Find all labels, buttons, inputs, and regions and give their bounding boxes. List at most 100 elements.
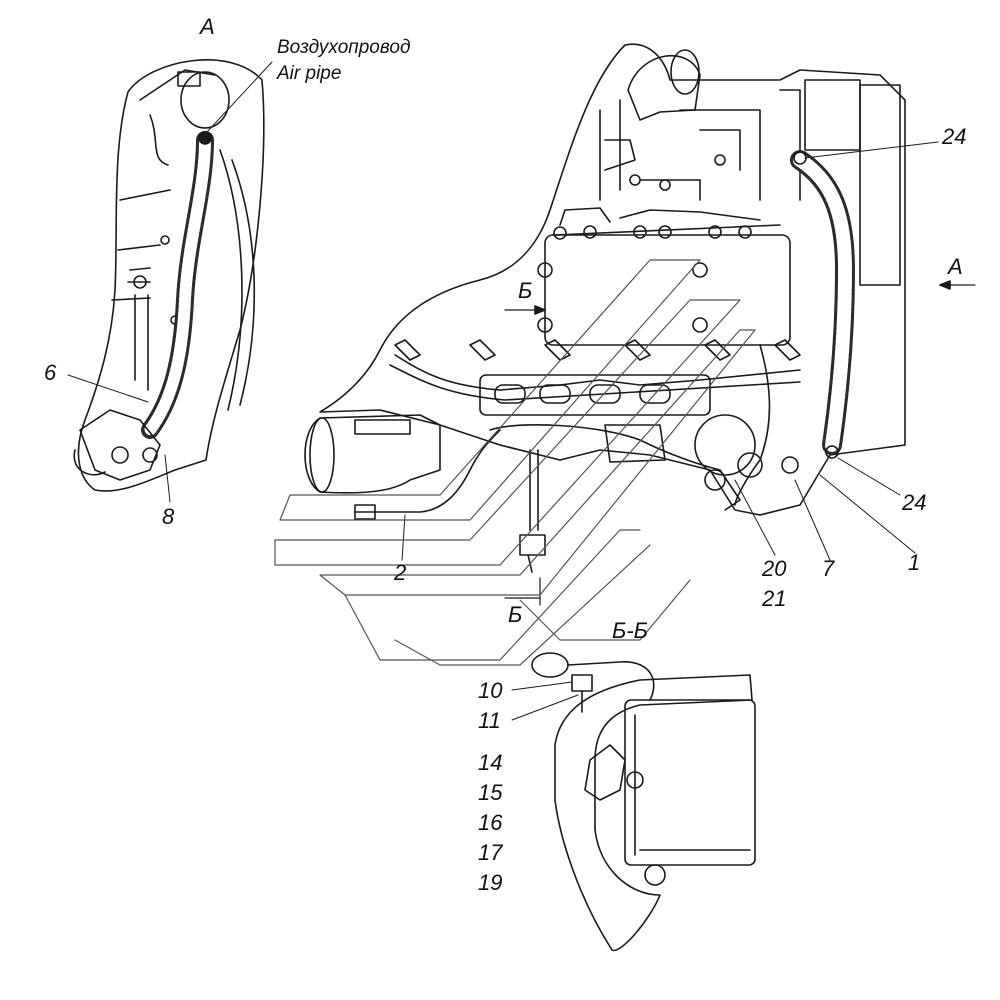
top-bolt xyxy=(708,225,722,239)
top-bolt xyxy=(738,225,752,239)
view-arrow-a-head xyxy=(939,280,951,290)
view-a-air-pipe-fitting xyxy=(198,131,212,145)
filter xyxy=(604,424,666,463)
view-a-lower-parts xyxy=(73,409,161,481)
view-a-air-pipe-core xyxy=(144,134,211,436)
top-bolt xyxy=(658,225,672,239)
manifold-slot xyxy=(639,384,671,404)
callout-21: 21 xyxy=(762,586,787,611)
top-bolt xyxy=(553,226,567,240)
pump-fitting xyxy=(704,469,726,491)
top-bolt xyxy=(633,225,647,239)
injector xyxy=(624,339,651,361)
head-bolt-row xyxy=(554,207,781,236)
part-15: 15 xyxy=(478,780,503,805)
section-bb-boss xyxy=(644,864,666,886)
section-mark-bottom-label: Б xyxy=(508,602,523,627)
air-pipe-label-en: Air pipe xyxy=(277,63,342,84)
view-a-fitting xyxy=(142,447,158,463)
injector xyxy=(704,339,731,361)
leader-7 xyxy=(794,479,831,561)
injector-line-rail-2 xyxy=(389,364,801,401)
manifold-slot xyxy=(589,384,621,404)
direction-band xyxy=(274,259,756,666)
pump-fitting xyxy=(781,456,799,474)
callout-1: 1 xyxy=(908,550,921,575)
leader-24-top xyxy=(804,141,939,159)
dipstick-tube xyxy=(529,449,539,531)
injector xyxy=(394,339,421,361)
part-14: 14 xyxy=(478,750,503,775)
section-bb-hose-loop xyxy=(531,652,569,678)
part-16: 16 xyxy=(478,810,503,835)
starter-motor xyxy=(304,414,441,494)
intake-flange xyxy=(670,49,700,95)
section-bb-view xyxy=(511,652,756,952)
engine-silhouette xyxy=(319,43,906,516)
section-mark-bottom xyxy=(504,577,541,606)
exhaust-manifold xyxy=(479,374,711,416)
leader-10 xyxy=(511,681,573,691)
leader-24-bottom xyxy=(837,457,901,496)
injector xyxy=(544,339,571,361)
upper-bracket xyxy=(804,79,861,151)
air-pipe-label-ru: Воздухопровод xyxy=(277,37,411,58)
starter-end xyxy=(309,417,335,493)
section-bb-hose xyxy=(567,661,655,701)
head-bolt xyxy=(692,262,708,278)
part-17: 17 xyxy=(478,840,503,865)
section-bb-nut xyxy=(626,771,644,789)
top-bolt xyxy=(583,225,597,239)
head-bolt xyxy=(692,317,708,333)
hose-clamp xyxy=(825,445,839,459)
solenoid xyxy=(354,419,411,435)
section-bb-frame xyxy=(554,674,753,952)
main-engine-view xyxy=(304,43,976,606)
sensor xyxy=(629,174,641,186)
head-bolt xyxy=(537,317,553,333)
pump-body xyxy=(694,414,756,476)
sensor xyxy=(714,154,726,166)
callout-20: 20 xyxy=(762,556,787,581)
view-a-bolt-row xyxy=(127,267,151,391)
part-11: 11 xyxy=(478,708,501,733)
view-a-flywheel-arc xyxy=(219,149,243,411)
leader-1 xyxy=(819,474,916,554)
callout-24-bottom: 24 xyxy=(902,490,927,515)
manifold-slot xyxy=(494,384,526,404)
injector xyxy=(469,339,496,361)
tube-2-fitting xyxy=(354,504,376,520)
section-bb-bolt xyxy=(571,674,593,692)
pump-fitting xyxy=(737,452,763,478)
section-bb-valve xyxy=(584,744,626,801)
view-a-flywheel-arc-2 xyxy=(231,159,256,406)
manifold-slot xyxy=(539,384,571,404)
view-a-bolt xyxy=(133,275,147,289)
section-mark-top-head xyxy=(534,305,546,315)
leader-20 xyxy=(734,479,776,556)
part-10: 10 xyxy=(478,678,503,703)
section-bb-title: Б-Б xyxy=(612,618,648,643)
leader-2 xyxy=(401,514,406,561)
callout-24-top: 24 xyxy=(942,124,967,149)
view-a-detail xyxy=(67,59,273,503)
view-a-bracket xyxy=(177,71,201,87)
callout-8: 8 xyxy=(162,504,175,529)
injector xyxy=(774,339,801,361)
view-a-outline xyxy=(77,59,265,492)
callout-7: 7 xyxy=(822,556,835,581)
upper-block xyxy=(859,84,901,286)
view-a-housing-detail xyxy=(111,69,216,301)
injector-line-rail xyxy=(394,354,801,391)
cylinder-head-cover xyxy=(544,234,791,346)
callout-2: 2 xyxy=(394,560,407,585)
view-a-bolt xyxy=(160,235,170,245)
leader-11 xyxy=(511,694,579,721)
leader-8 xyxy=(164,454,171,503)
oil-line-2 xyxy=(734,344,771,506)
section-mark-top-label: Б xyxy=(518,278,533,303)
callout-6: 6 xyxy=(44,360,57,385)
view-a-fitting xyxy=(111,446,129,464)
view-a-boss xyxy=(180,71,230,129)
